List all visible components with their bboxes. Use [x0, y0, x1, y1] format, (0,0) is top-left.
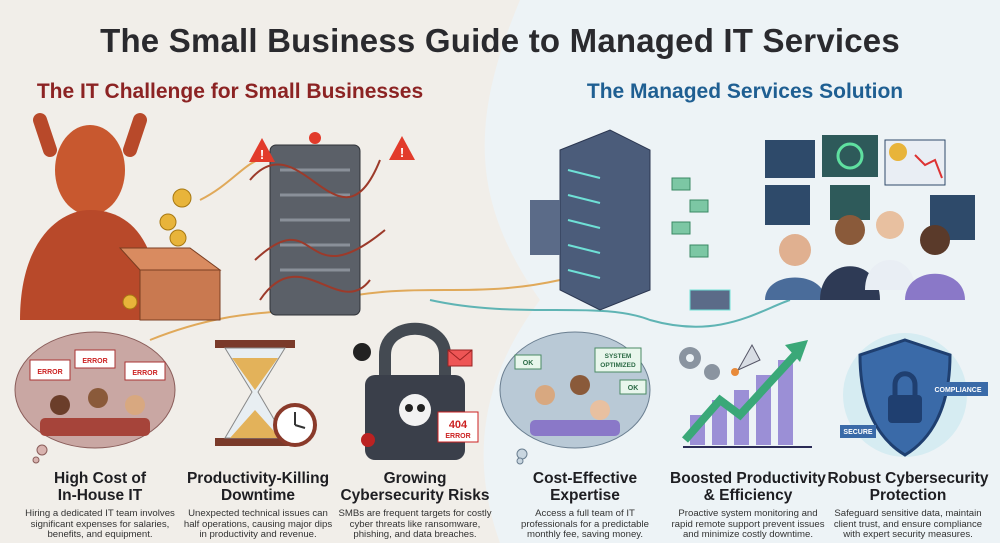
support-team-bubble: OK SYSTEM OPTIMIZED OK	[499, 331, 651, 465]
connector-wire	[429, 299, 791, 328]
page-title: The Small Business Guide to Managed IT S…	[100, 22, 900, 59]
card-title: Growing	[383, 470, 447, 487]
card-title: In-House IT	[57, 487, 143, 504]
shield-lock-icon: COMPLIANCE SECURE	[840, 333, 988, 457]
email-icon	[447, 349, 473, 367]
card-title: & Efficiency	[703, 487, 793, 504]
challenge-section-title: The IT Challenge for Small Businesses	[36, 80, 424, 103]
svg-text:OPTIMIZED: OPTIMIZED	[600, 362, 636, 369]
svg-text:ERROR: ERROR	[445, 433, 470, 440]
svg-text:SECURE: SECURE	[843, 429, 873, 436]
card-title: Protection	[869, 487, 947, 504]
connector-wire	[199, 157, 281, 201]
svg-text:ERROR: ERROR	[132, 370, 157, 377]
open-box-icon	[118, 247, 222, 321]
support-team-icon	[765, 211, 965, 300]
growth-chart-icon	[681, 340, 812, 448]
server-rack-icon	[530, 129, 731, 311]
svg-text:!: !	[400, 145, 404, 160]
svg-text:OK: OK	[628, 385, 639, 392]
card-productivity: Boosted Productivity& Efficiency Proacti…	[663, 470, 833, 541]
frustrated-team-icon: ERROR ERROR ERROR	[14, 331, 176, 464]
card-title: Boosted Productivity	[670, 470, 826, 487]
svg-text:!: !	[260, 147, 264, 162]
bug-icon	[353, 343, 375, 447]
card-title: High Cost of	[53, 470, 147, 487]
tangled-server-icon	[249, 132, 386, 316]
svg-text:ERROR: ERROR	[82, 358, 107, 365]
card-title: Cybersecurity Risks	[340, 487, 490, 504]
hourglass-icon	[215, 340, 295, 446]
card-title: Downtime	[220, 487, 296, 504]
gears-icon	[679, 347, 720, 380]
card-title: Productivity-Killing	[186, 470, 330, 487]
svg-text:ERROR: ERROR	[37, 369, 62, 376]
svg-text:COMPLIANCE: COMPLIANCE	[934, 387, 981, 394]
card-title: Robust Cybersecurity	[827, 470, 989, 487]
solution-section-title: The Managed Services Solution	[586, 80, 904, 103]
svg-text:SYSTEM: SYSTEM	[605, 353, 632, 360]
stressed-person-icon	[20, 113, 160, 320]
svg-text:OK: OK	[523, 360, 534, 367]
card-title: Cost-Effective	[532, 470, 638, 487]
clock-icon	[273, 403, 317, 447]
svg-text:404: 404	[449, 419, 468, 431]
card-title: Expertise	[550, 487, 620, 504]
warning-icon: ! !	[249, 136, 415, 162]
rocket-icon	[731, 343, 761, 376]
padlock-skull-icon: 404 ERROR	[365, 322, 479, 460]
